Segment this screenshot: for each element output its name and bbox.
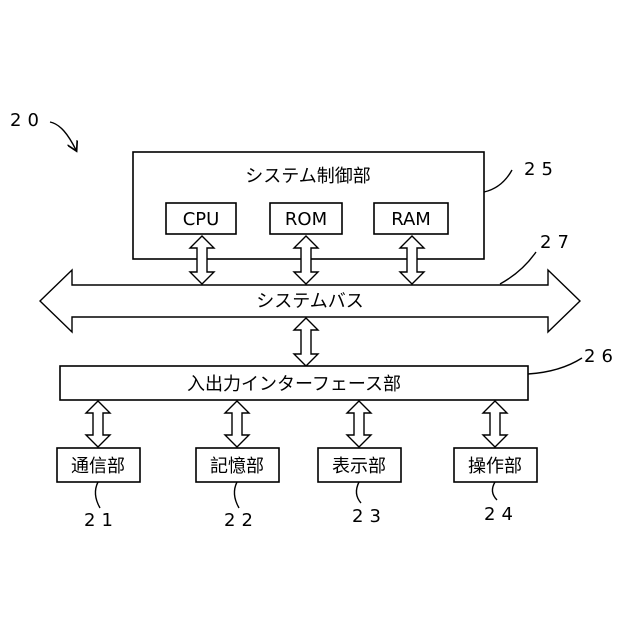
ref-26: 26 bbox=[584, 346, 619, 367]
bus-io-double-arrow bbox=[294, 318, 318, 366]
system-bus-label: システムバス bbox=[256, 291, 363, 312]
storage-unit-label: 記憶部 bbox=[210, 456, 264, 477]
system-control-label: システム制御部 bbox=[245, 166, 370, 187]
ref-25: 25 bbox=[524, 159, 559, 180]
ref-21-leader bbox=[95, 482, 100, 508]
ref-24-leader bbox=[492, 482, 497, 500]
display-unit-label: 表示部 bbox=[332, 456, 386, 477]
ref-27: 27 bbox=[540, 232, 575, 253]
io-display-double-arrow bbox=[347, 401, 371, 447]
io-storage-double-arrow bbox=[225, 401, 249, 447]
ref-22: 22 bbox=[224, 510, 259, 531]
communication-unit-label: 通信部 bbox=[71, 456, 125, 477]
ref-21: 21 bbox=[84, 510, 119, 531]
ref-26-leader bbox=[528, 358, 582, 374]
io-interface-label: 入出力インターフェース部 bbox=[187, 374, 401, 395]
cpu-label: CPU bbox=[183, 209, 220, 230]
rom-label: ROM bbox=[285, 209, 327, 230]
ref-22-leader bbox=[234, 482, 239, 508]
ref-27-leader bbox=[500, 252, 536, 284]
io-operation-double-arrow bbox=[483, 401, 507, 447]
ref-24: 24 bbox=[484, 504, 519, 525]
ref-20-pointer bbox=[50, 122, 76, 150]
ram-label: RAM bbox=[391, 209, 431, 230]
ref-23: 23 bbox=[352, 506, 387, 527]
ref-20: 20 bbox=[10, 110, 45, 131]
operation-unit-label: 操作部 bbox=[468, 456, 522, 477]
io-communication-double-arrow bbox=[86, 401, 110, 447]
ref-25-leader bbox=[484, 170, 512, 192]
ref-23-leader bbox=[356, 482, 361, 503]
bus-io-arrow bbox=[294, 318, 318, 366]
io-unit-arrows bbox=[86, 401, 507, 447]
